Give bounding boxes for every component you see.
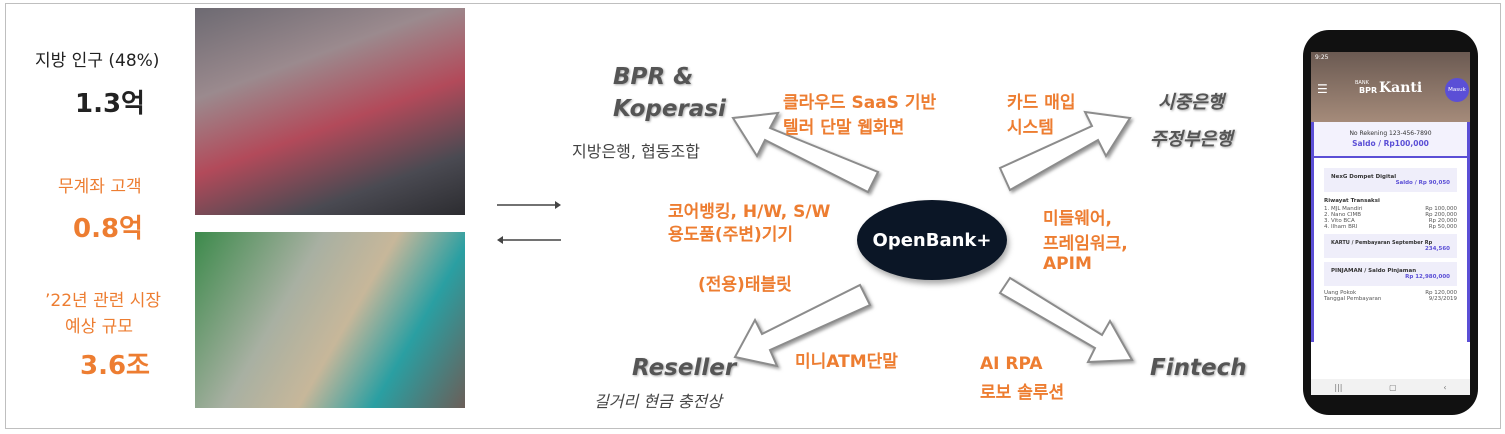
product-tablet: (전용)태블릿 — [698, 275, 792, 295]
product-cloud-2: 텔러 단말 웹화면 — [783, 118, 905, 138]
stat-value-unbanked: 0.8억 — [73, 214, 143, 244]
shop-photo — [195, 232, 465, 408]
card-amount: 234,560 — [1424, 246, 1450, 252]
stat-label-market-2: 예상 규모 — [65, 317, 133, 337]
wallet-title: NexG Dompet Digital — [1331, 174, 1397, 180]
stat-value-market: 3.6조 — [80, 351, 150, 381]
stat-label-unbanked: 무계좌 고객 — [58, 177, 142, 197]
card-title: KARTU / Pembayaran September Rp — [1331, 240, 1433, 246]
arrow-to-bpr — [731, 111, 880, 194]
product-atm: 미니ATM단말 — [795, 352, 898, 372]
stat-value-population: 1.3억 — [75, 89, 145, 119]
frame-border — [5, 3, 1501, 429]
node-banks-2: 주정부은행 — [1150, 129, 1233, 150]
product-ai-2: 로보 솔루션 — [980, 383, 1065, 403]
product-cloud-1: 클라우드 SaaS 기반 — [783, 93, 937, 113]
product-middleware-1: 미들웨어, — [1043, 209, 1113, 229]
node-bpr-sub: 지방은행, 협동조합 — [572, 142, 700, 161]
brand-name: Kanti — [1379, 80, 1423, 96]
login-button[interactable]: Masuk — [1445, 78, 1469, 102]
node-bpr-title-2: Koperasi — [613, 96, 726, 122]
stat-label-market-1: ’22년 관련 시장 — [45, 291, 162, 311]
product-card-2: 시스템 — [1007, 118, 1054, 138]
account-number: No Rekening 123-456-7890 — [1349, 130, 1432, 137]
exchange-arrows-icon — [497, 201, 561, 244]
home-icon[interactable]: ▢ — [1389, 382, 1397, 392]
node-reseller-title: Reseller — [632, 355, 737, 381]
menu-icon[interactable]: ☰ — [1317, 82, 1328, 96]
phone-mockup: 9:25 ☰ BANK BPR Kanti Masuk No Rekening … — [1303, 30, 1478, 415]
node-banks-1: 시중은행 — [1158, 92, 1225, 113]
back-icon[interactable]: ‹ — [1443, 382, 1447, 392]
recent-apps-icon[interactable]: ||| — [1334, 382, 1343, 392]
nav-bar: ||| ▢ ‹ — [1311, 379, 1470, 395]
product-card-1: 카드 매입 — [1007, 93, 1076, 113]
product-core-2: 용도품(주변)기기 — [668, 225, 794, 245]
arrow-to-banks — [998, 110, 1132, 192]
product-middleware-2: 프레임워크, — [1043, 234, 1128, 254]
brand: BPR — [1359, 86, 1378, 95]
loan-title: PINJAMAN / Saldo Pinjaman — [1331, 268, 1417, 274]
status-time: 9:25 — [1315, 54, 1329, 61]
brand-small: BANK — [1355, 80, 1369, 86]
openbank-logo: OpenBank+ — [857, 200, 1007, 280]
stat-label-population: 지방 인구 (48%) — [35, 51, 160, 71]
loan-amount: Rp 12,980,000 — [1405, 274, 1450, 280]
openbank-logo-text: OpenBank+ — [872, 229, 992, 251]
wallet-balance: Saldo / Rp 90,050 — [1395, 180, 1450, 186]
account-balance: Saldo / Rp100,000 — [1352, 139, 1429, 148]
node-bpr-title-1: BPR & — [613, 64, 694, 90]
market-photo — [195, 8, 465, 215]
node-fintech-title: Fintech — [1150, 355, 1247, 381]
product-ai-1: AI RPA — [980, 354, 1043, 374]
phone-screen: 9:25 ☰ BANK BPR Kanti Masuk No Rekening … — [1311, 52, 1470, 392]
arrow-to-fintech — [998, 276, 1134, 364]
product-middleware-3: APIM — [1043, 254, 1092, 274]
app-body: No Rekening 123-456-7890 Saldo / Rp100,0… — [1311, 122, 1470, 342]
app-header: 9:25 ☰ BANK BPR Kanti Masuk — [1311, 52, 1470, 122]
history-title: Riwayat Transaksi — [1324, 198, 1380, 204]
arrow-to-reseller — [733, 283, 872, 368]
node-reseller-sub: 길거리 현금 충전상 — [594, 392, 722, 411]
product-core-1: 코어뱅킹, H/W, S/W — [668, 202, 831, 222]
